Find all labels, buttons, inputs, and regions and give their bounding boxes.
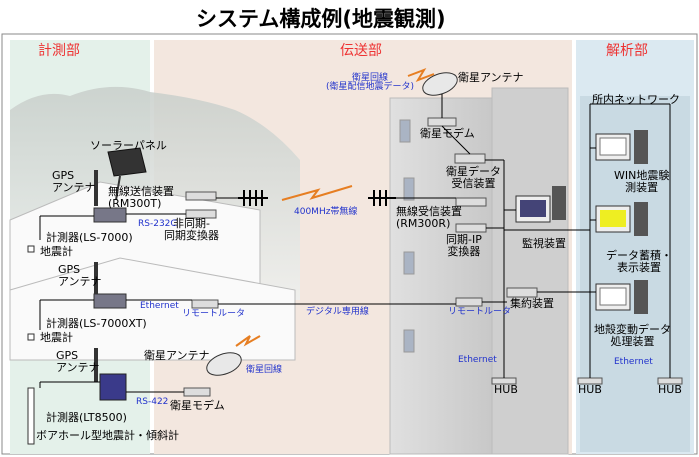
office-building [389, 97, 493, 455]
ethernet-left-label: Ethernet [140, 301, 179, 311]
radio-rx-label: 無線受信装置 (RM300R) [396, 205, 462, 230]
ethernet-right-label: Ethernet [614, 357, 653, 367]
sat-antenna-top-label: 衛星アンテナ [458, 71, 524, 84]
crust-data-label: 地殻変動データ 処理装置 [594, 323, 671, 348]
meter-2-shape [93, 293, 127, 309]
data-store-label: データ蓄積・ 表示装置 [606, 249, 672, 274]
ethernet-mid-label: Ethernet [458, 355, 497, 365]
sat-antenna-top-shape [422, 72, 458, 96]
gps-antenna-3-label: GPS アンテナ [56, 349, 100, 374]
yagi-antenna-right [368, 190, 396, 206]
sync-ip-label: 同期-IP 変換器 [446, 233, 482, 258]
gps-antenna-1-label: GPS アンテナ [52, 169, 96, 194]
sat-modem-top-label: 衛星モデム [420, 127, 475, 140]
borehole-label: ボアホール型地震計・傾斜計 [36, 429, 179, 442]
sat-antenna-bottom-label: 衛星アンテナ [144, 349, 210, 362]
band-400-label: 400MHz帯無線 [294, 207, 358, 217]
digital-line-label: デジタル専用線 [306, 307, 369, 317]
async-sync-label: 非同期- 同期変換器 [164, 217, 219, 242]
solar-panel-label: ソーラーパネル [90, 139, 167, 152]
radio-tx-label: 無線送信装置 (RM300T) [108, 185, 174, 210]
solar-panel-shape [107, 147, 147, 177]
remote-router-left-label: リモートルータ [182, 309, 246, 319]
gps-antenna-2-label: GPS アンテナ [58, 263, 102, 288]
rs422-label: RS-422 [136, 397, 169, 407]
sat-line-top-label: 衛星回線 (衛星配信地震データ) [326, 73, 415, 93]
sat-line-bottom-label: 衛星回線 [246, 365, 283, 375]
section-analysis: 解析部 [606, 43, 648, 59]
meter-3-shape [99, 373, 127, 401]
radio-link-bolt [281, 185, 353, 201]
sat-data-rx-label: 衛星データ 受信装置 [446, 165, 501, 190]
gps-antenna-1-shape [94, 170, 98, 206]
win-system-label: WIN地震験 測装置 [614, 169, 670, 194]
hub-2-label: HUB [578, 383, 602, 396]
section-transmission: 伝送部 [340, 43, 382, 59]
meter-1-label: 計測器(LS-7000) [46, 231, 133, 244]
remote-router-right-label: リモートルータ [448, 307, 512, 317]
meter-3-label: 計測器(LT8500) [46, 411, 127, 424]
meter-2-label: 計測器(LS-7000XT) [46, 317, 147, 330]
aggregator-label: 集約装置 [510, 297, 554, 310]
house-2 [9, 257, 296, 361]
hub-1-label: HUB [494, 383, 518, 396]
gps-antenna-3-shape [94, 348, 98, 382]
page-title: システム構成例(地震観測) [196, 7, 446, 31]
monitor-label: 監視装置 [522, 237, 566, 250]
section-measurement: 計測部 [38, 43, 80, 59]
connection-lines [39, 94, 671, 393]
seismometer-2-label: 地震計 [40, 331, 73, 344]
meter-1-shape [93, 207, 127, 223]
rs232c-label: RS-232C [138, 219, 177, 229]
hub-3-label: HUB [658, 383, 682, 396]
office-building-side [491, 87, 569, 455]
gps-antenna-2-shape [94, 262, 98, 298]
yagi-antenna-left [238, 190, 268, 206]
sat-modem-bottom-label: 衛星モデム [170, 399, 225, 412]
lan-label: 所内ネットワーク [592, 93, 680, 106]
seismometer-1-label: 地震計 [40, 245, 73, 258]
